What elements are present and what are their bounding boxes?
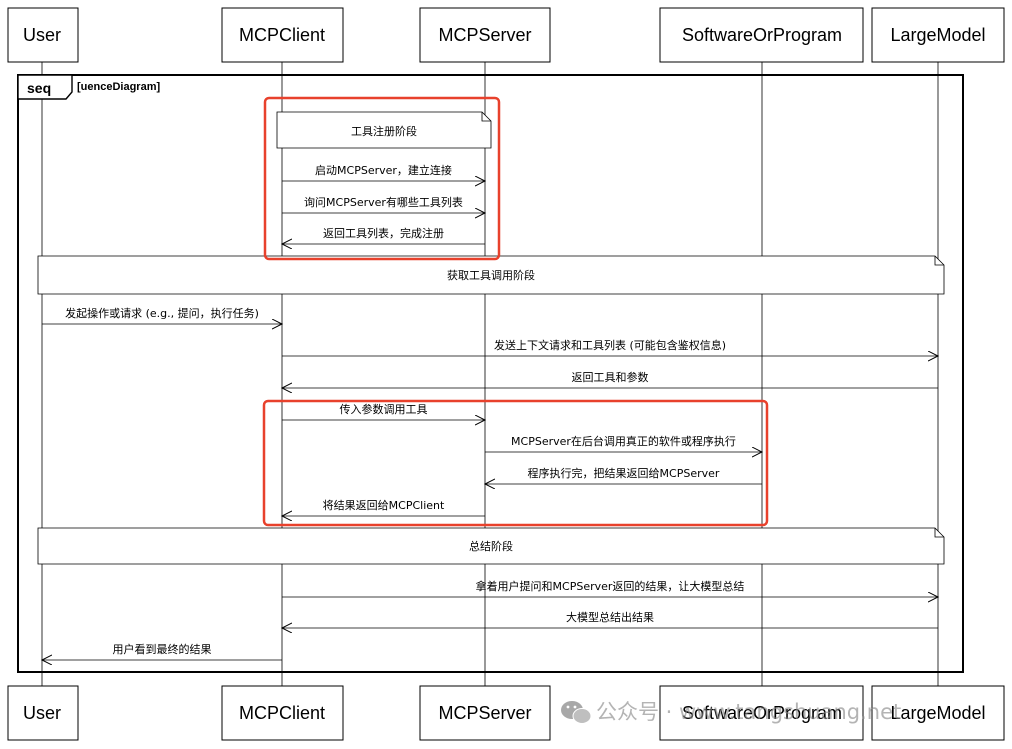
actor-server-bottom: MCPServer <box>419 685 551 741</box>
seq-frame: seq [uenceDiagram] <box>17 74 964 673</box>
message-m3: 返回工具列表，完成注册 <box>282 226 485 244</box>
message-label: 拿着用户提问和MCPServer返回的结果，让大模型总结 <box>476 579 745 593</box>
message-m5: 发送上下文请求和工具列表 (可能包含鉴权信息) <box>282 338 938 356</box>
message-label: MCPServer在后台调用真正的软件或程序执行 <box>511 434 736 448</box>
frame-tag: seq <box>27 80 51 96</box>
message-label: 程序执行完，把结果返回给MCPServer <box>528 466 720 480</box>
watermark: 公众号 · www.tangshuang.net <box>561 700 901 724</box>
actor-user-bottom: User <box>7 685 79 741</box>
message-label: 传入参数调用工具 <box>340 402 428 416</box>
actor-model-bottom: LargeModel <box>871 685 1005 741</box>
message-label: 大模型总结出结果 <box>566 610 654 624</box>
actor-label: MCPClient <box>239 25 325 45</box>
message-m11: 拿着用户提问和MCPServer返回的结果，让大模型总结 <box>282 579 938 597</box>
message-m1: 启动MCPServer，建立连接 <box>282 163 485 181</box>
message-m10: 将结果返回给MCPClient <box>282 499 485 516</box>
note-registration: 工具注册阶段 <box>276 111 492 149</box>
message-m13: 用户看到最终的结果 <box>42 642 282 660</box>
note-label: 总结阶段 <box>469 539 513 553</box>
message-label: 用户看到最终的结果 <box>113 642 212 656</box>
actor-server-top: MCPServer <box>419 7 551 63</box>
note-label: 获取工具调用阶段 <box>447 268 535 282</box>
message-m12: 大模型总结出结果 <box>282 610 938 628</box>
actor-user-top: User <box>7 7 79 63</box>
actor-label: MCPServer <box>438 703 531 723</box>
message-label: 将结果返回给MCPClient <box>323 499 445 512</box>
actor-label: User <box>23 703 61 723</box>
actor-model-top: LargeModel <box>871 7 1005 63</box>
watermark-text: 公众号 · www.tangshuang.net <box>596 700 901 724</box>
actor-label: LargeModel <box>890 25 985 45</box>
note-summary: 总结阶段 <box>37 527 945 565</box>
message-m4: 发起操作或请求 (e.g., 提问，执行任务) <box>42 306 282 324</box>
note-label: 工具注册阶段 <box>351 124 417 138</box>
actor-label: SoftwareOrProgram <box>682 703 842 723</box>
message-label: 启动MCPServer，建立连接 <box>315 163 452 177</box>
message-label: 发送上下文请求和工具列表 (可能包含鉴权信息) <box>494 338 726 352</box>
message-label: 返回工具和参数 <box>572 370 649 384</box>
message-m6: 返回工具和参数 <box>282 370 938 388</box>
actor-label: User <box>23 25 61 45</box>
message-m7: 传入参数调用工具 <box>282 402 485 420</box>
actor-client-top: MCPClient <box>221 7 344 63</box>
actor-label: SoftwareOrProgram <box>682 25 842 45</box>
actor-software-top: SoftwareOrProgram <box>659 7 864 63</box>
message-label: 发起操作或请求 (e.g., 提问，执行任务) <box>65 306 259 320</box>
actor-label: LargeModel <box>890 703 985 723</box>
highlight-execution <box>262 399 769 527</box>
actor-software-bottom: SoftwareOrProgram <box>659 685 864 741</box>
message-label: 询问MCPServer有哪些工具列表 <box>304 195 463 209</box>
actor-label: MCPServer <box>438 25 531 45</box>
note-get-tools: 获取工具调用阶段 <box>37 255 945 295</box>
message-m8: MCPServer在后台调用真正的软件或程序执行 <box>485 434 762 452</box>
wechat-icon <box>561 701 592 724</box>
actor-label: MCPClient <box>239 703 325 723</box>
actor-client-bottom: MCPClient <box>221 685 344 741</box>
message-label: 返回工具列表，完成注册 <box>323 226 444 240</box>
highlight-registration <box>263 96 501 261</box>
frame-title: [uenceDiagram] <box>77 81 160 93</box>
message-m2: 询问MCPServer有哪些工具列表 <box>282 195 485 213</box>
message-m9: 程序执行完，把结果返回给MCPServer <box>485 466 762 484</box>
